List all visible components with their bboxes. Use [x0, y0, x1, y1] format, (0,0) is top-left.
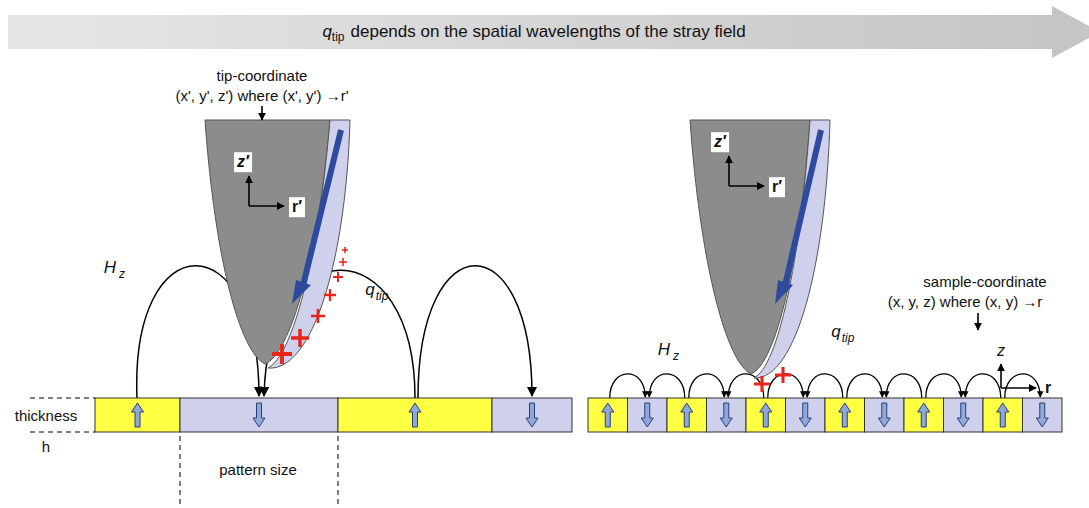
banner-arrow: qtip depends on the spatial wavelengths o…: [8, 6, 1089, 58]
sample-film: [95, 398, 1062, 432]
stray-field-lines: [610, 374, 1041, 398]
coordinate-caption: (x, y, z) where (x, y) →r: [888, 294, 1043, 311]
magnetic-domain: [944, 398, 984, 432]
magnetization-arrow: [641, 403, 653, 427]
axis-label: z′: [234, 152, 252, 172]
magnetization-arrow: [918, 403, 930, 427]
field-subscript: z: [119, 268, 125, 281]
magnetization-arrow: [681, 403, 693, 427]
axis-label: z: [997, 342, 1005, 360]
magnetization-arrow: [253, 403, 265, 427]
magnetization-arrow: [720, 403, 732, 427]
magnetic-domain: [746, 398, 786, 432]
magnetic-domain: [588, 398, 628, 432]
magnetic-domain: [180, 398, 338, 432]
coordinate-caption: (x', y', z') where (x', y') →r': [175, 88, 348, 105]
tip-charges: [272, 247, 791, 392]
magnetization-arrow: [292, 280, 311, 304]
magnetization-arrow: [1036, 403, 1048, 427]
magnetization-arrow: [997, 403, 1009, 427]
charge-subscript: tip: [376, 290, 389, 303]
magnetic-domain: [904, 398, 944, 432]
charge-subscript: tip: [842, 332, 855, 345]
axis-label: r′: [289, 197, 305, 217]
magnetic-domain: [492, 398, 572, 432]
tip-coating: [754, 120, 830, 378]
field-subscript: z: [673, 350, 679, 363]
axis-label: r′: [769, 177, 785, 197]
field-label: H: [104, 259, 116, 278]
magnetic-domain: [707, 398, 747, 432]
banner-text: depends on the spatial wavelengths of th…: [351, 22, 746, 42]
banner-text: q: [322, 22, 331, 42]
magnetization-arrow: [839, 403, 851, 427]
magnetization-arrow: [760, 403, 772, 427]
axis-label: z′: [711, 132, 729, 152]
magnetization-arrow: [526, 403, 538, 427]
magnetic-domain: [825, 398, 865, 432]
magnetization-arrow: [602, 403, 614, 427]
coordinate-axes: [249, 106, 1036, 388]
stray-field-lines: [137, 266, 532, 398]
magnetic-domain: [983, 398, 1023, 432]
magnetic-domain: [786, 398, 826, 432]
magnetization-arrow: [799, 403, 811, 427]
dimension-label: thickness: [15, 408, 78, 425]
magnetization-arrow: [784, 130, 821, 290]
charge-label: q: [831, 323, 840, 342]
coordinate-caption: tip-coordinate: [217, 68, 308, 85]
magnetic-domain: [1023, 398, 1063, 432]
banner-text: tip: [332, 30, 345, 44]
tip-coating: [268, 120, 350, 368]
dimension-label: pattern size: [219, 462, 297, 479]
coordinate-caption: sample-coordinate: [923, 274, 1046, 291]
magnetization-arrow: [957, 403, 969, 427]
axis-label: r: [1045, 379, 1051, 397]
magnetic-domain: [95, 398, 180, 432]
field-label: H: [658, 341, 670, 360]
magnetization-arrow: [878, 403, 890, 427]
magnetic-domain: [628, 398, 668, 432]
magnetization-arrow: [302, 130, 341, 290]
magnetic-domain: [667, 398, 707, 432]
magnetization-arrow: [409, 403, 421, 427]
magnetization-arrow: [132, 403, 144, 427]
magnetic-domain: [338, 398, 492, 432]
magnetic-domain: [865, 398, 905, 432]
dimension-label: h: [42, 439, 50, 456]
magnetization-arrow: [775, 280, 793, 304]
charge-label: q: [365, 281, 374, 300]
